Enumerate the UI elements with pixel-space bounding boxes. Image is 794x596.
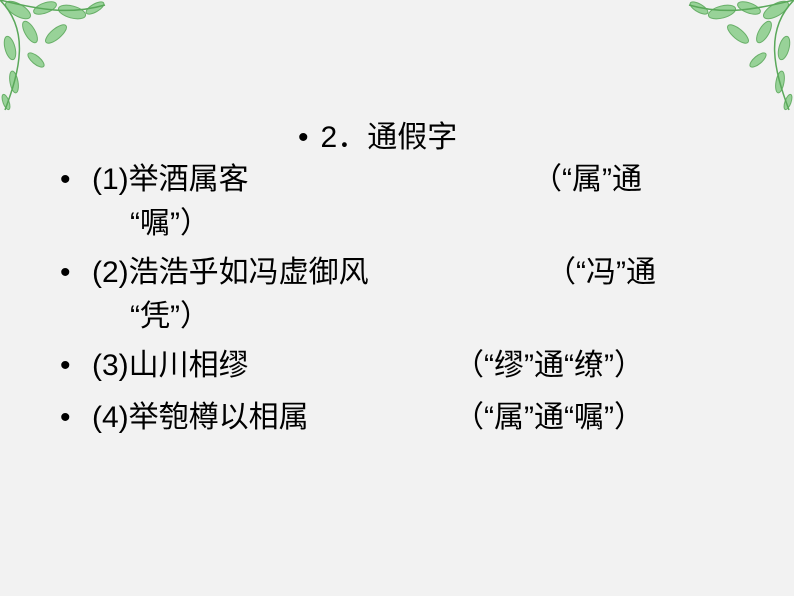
- leaf-decoration-right: [688, 0, 794, 111]
- bullet: •: [298, 121, 309, 154]
- bullet: •: [60, 401, 71, 434]
- list-item: • (2)浩浩乎如冯虚御风 （“冯”通 “凭”）: [60, 253, 760, 337]
- item-text: (4)举匏樽以相属: [92, 401, 309, 434]
- list-item: • (1)举酒属客 （“属”通 “嘱”）: [60, 160, 760, 244]
- item-text: (3)山川相缪: [92, 349, 249, 382]
- list-item: • (4)举匏樽以相属 （“属”通“嘱”）: [60, 398, 760, 438]
- item-note: （“属”通: [532, 163, 642, 196]
- leaf-decoration-left: [0, 0, 106, 111]
- item-text: (2)浩浩乎如冯虚御风: [92, 256, 369, 289]
- list-item: • (3)山川相缪 （“缪”通“缭”）: [60, 346, 760, 386]
- section-title: • 2．通假字: [298, 112, 457, 156]
- bullet: •: [60, 349, 71, 382]
- item-note: （“缪”通“缭”）: [454, 349, 644, 382]
- item-note: （“冯”通: [546, 256, 656, 289]
- bullet: •: [60, 256, 71, 289]
- bullet: •: [60, 163, 71, 196]
- item-note-continuation: “嘱”）: [130, 207, 210, 240]
- item-text: (1)举酒属客: [92, 163, 249, 196]
- section-title-text: 2．通假字: [320, 121, 458, 154]
- item-note: （“属”通“嘱”）: [454, 401, 644, 434]
- item-note-continuation: “凭”）: [130, 300, 210, 333]
